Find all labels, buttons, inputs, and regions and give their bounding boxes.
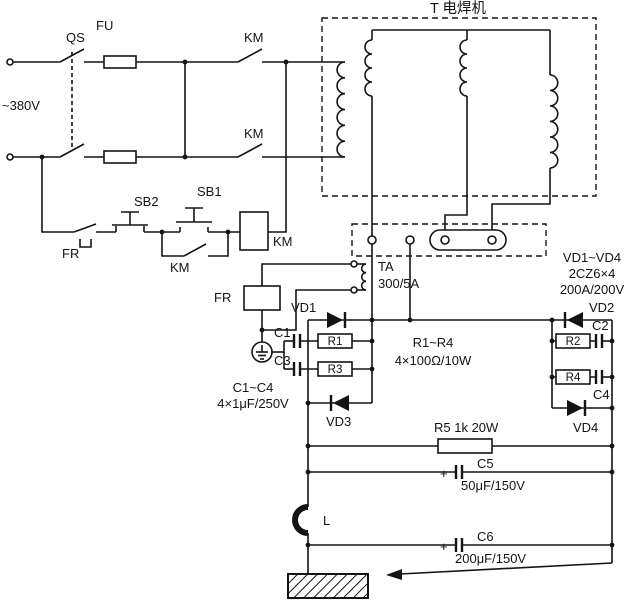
workpiece-block (287, 573, 369, 599)
supply-terminal-2 (6, 153, 14, 161)
diode-vd1 (327, 312, 347, 328)
resistor-r4 (555, 369, 591, 385)
secondary-winding-c (549, 74, 559, 169)
label-fu: FU (96, 18, 113, 33)
label-c3: C3 (274, 353, 291, 368)
label-r-group: R1~R4 (413, 335, 454, 350)
ta-current-transformer (259, 260, 367, 342)
label-ta: TA (378, 259, 394, 274)
l-inductor (292, 504, 309, 536)
control-circuit (39, 59, 289, 257)
fu-fuses (103, 55, 137, 164)
resistor-r3 (317, 361, 353, 377)
labels-layer: ~380V QS FU KM KM SB2 SB1 KM KM FR T 电焊机… (2, 0, 624, 566)
terminal-1 (367, 235, 377, 245)
fr-relay-coil (243, 285, 281, 311)
label-r5: R5 1k 20W (434, 420, 499, 435)
c6-capacitor (305, 538, 615, 552)
label-l: L (323, 513, 330, 528)
terminal-2 (405, 235, 415, 245)
transformer-enclosure (321, 17, 597, 197)
label-ta-rating: 300/5A (378, 276, 420, 291)
supply-terminal-1 (6, 58, 14, 66)
label-fr-contact: FR (62, 246, 79, 261)
label-c4: C4 (593, 387, 610, 402)
km-coil (239, 211, 269, 251)
label-supply-voltage: ~380V (2, 98, 40, 113)
qs-switch (59, 48, 85, 158)
label-c5-plus: + (440, 466, 448, 481)
terminal-3 (440, 235, 450, 245)
label-km-contact-2: KM (244, 126, 264, 141)
label-vd4: VD4 (573, 420, 598, 435)
snubber-network (283, 312, 615, 574)
label-c1: C1 (274, 325, 291, 340)
label-vd3: VD3 (326, 414, 351, 429)
diode-vd4 (567, 400, 587, 416)
primary-winding (336, 61, 346, 158)
km-main-contacts (237, 48, 263, 158)
terminal-4 (487, 235, 497, 245)
terminal-board (351, 223, 547, 257)
sb1-button (176, 207, 212, 232)
label-c5-rating: 50μF/150V (461, 478, 525, 493)
secondary-winding-a (364, 39, 373, 97)
label-vd2: VD2 (589, 300, 614, 315)
power-lines (6, 58, 345, 161)
label-km-contact-1: KM (244, 30, 264, 45)
label-title: T 电焊机 (430, 0, 487, 17)
label-km-aux: KM (170, 260, 190, 275)
diode-vd3 (329, 395, 349, 411)
resistor-r2 (555, 333, 591, 349)
label-c-rating: 4×1μF/250V (217, 396, 289, 411)
label-km-coil: KM (273, 234, 293, 249)
tap-link (429, 229, 507, 251)
label-r-rating: 4×100Ω/10W (395, 353, 472, 368)
label-qs: QS (66, 30, 85, 45)
label-sb1: SB1 (197, 184, 222, 199)
r5-resistor (305, 438, 615, 454)
km-aux-contact (161, 232, 229, 257)
return-lead-arrow (386, 562, 613, 580)
earth-ground (251, 341, 284, 363)
secondary-winding-b (459, 39, 468, 97)
label-c6-rating: 200μF/150V (455, 551, 526, 566)
label-sb2: SB2 (134, 194, 159, 209)
label-r3: R3 (328, 364, 343, 376)
label-r2: R2 (566, 336, 581, 348)
label-c-group: C1~C4 (233, 380, 274, 395)
welding-transformer (321, 17, 597, 236)
label-vd1: VD1 (291, 300, 316, 315)
c5-capacitor (305, 465, 615, 479)
label-vd-rating: 200A/200V (560, 282, 625, 297)
fuse-2 (103, 150, 137, 164)
label-c6-plus: + (440, 539, 448, 554)
label-vd-group: VD1~VD4 (563, 250, 621, 265)
label-c6: C6 (477, 529, 494, 544)
label-r1: R1 (328, 336, 343, 348)
label-c5: C5 (477, 456, 494, 471)
label-c2: C2 (592, 318, 609, 333)
label-fr-coil: FR (214, 290, 231, 305)
label-r4: R4 (566, 372, 581, 384)
fr-contact (73, 223, 97, 248)
diode-vd2 (563, 312, 583, 328)
label-vd-type: 2CZ6×4 (569, 266, 616, 281)
fuse-1 (103, 55, 137, 69)
sb2-button (112, 211, 148, 232)
resistor-r1 (317, 333, 353, 349)
